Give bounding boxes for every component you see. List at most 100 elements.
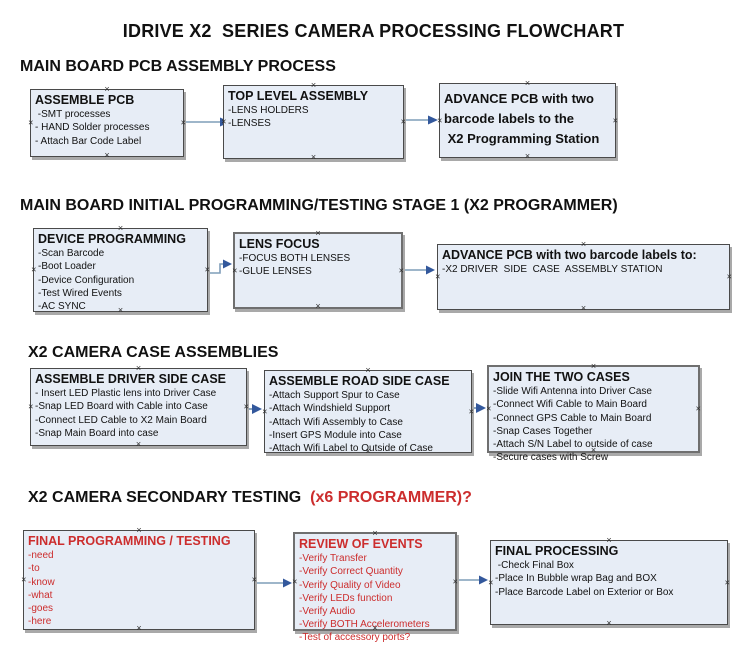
box-title: LENS FOCUS (239, 237, 320, 251)
box-title: DEVICE PROGRAMMING (38, 232, 186, 246)
box-title: ADVANCE PCB with two barcode labels to t… (444, 91, 600, 147)
flow-box-review-of-events: REVIEW OF EVENTS -Verify Transfer -Verif… (292, 529, 458, 644)
connection-handle-icon: × (262, 406, 268, 416)
box-title: ASSEMBLE DRIVER SIDE CASE (35, 372, 227, 386)
connection-handle-icon: × (524, 151, 531, 162)
arrow-row3-2 (473, 403, 486, 413)
box-item: - HAND Solder processes (35, 122, 150, 134)
box-item: -what (28, 589, 53, 601)
arrow-head-icon (426, 265, 435, 275)
arrow-head-icon (479, 575, 488, 585)
connection-handle-icon: × (292, 576, 298, 586)
connection-handle-icon: × (435, 271, 441, 282)
box-item: -X2 DRIVER SIDE CASE ASSEMBLY STATION (442, 264, 663, 276)
flow-box-final-processing: FINAL PROCESSING -Check Final Box -Place… (488, 536, 730, 629)
box-title: TOP LEVEL ASSEMBLY (228, 89, 369, 103)
box-item: -Insert GPS Module into Case (269, 429, 402, 441)
box-item: -Secure cases with Screw (493, 452, 609, 464)
connection-handle-icon: × (251, 574, 257, 585)
page-title: IDRIVE X2 SERIES CAMERA PROCESSING FLOWC… (122, 21, 625, 41)
box-item: -FOCUS BOTH LENSES (239, 253, 351, 265)
flow-box-top-level-assembly: TOP LEVEL ASSEMBLY -LENS HOLDERS -LENSES… (221, 81, 406, 163)
arrow-head-icon (428, 115, 438, 125)
box-item: -Verify Transfer (299, 553, 367, 565)
box-item: -here (28, 616, 52, 628)
box-item: -Snap Cases Together (493, 425, 593, 437)
box-item: -GLUE LENSES (239, 266, 312, 278)
box-item-overflow: -Test of accessory ports? (299, 632, 411, 644)
box-title: ASSEMBLE ROAD SIDE CASE (269, 374, 450, 388)
box-item: -Scan Barcode (38, 248, 105, 260)
arrow-row3-1 (249, 404, 262, 414)
box-title: REVIEW OF EVENTS (299, 537, 423, 551)
connection-handle-icon: × (437, 115, 443, 125)
connection-handle-icon: × (695, 403, 701, 414)
box-item: -Slide Wifi Antenna into Driver Case (493, 386, 652, 398)
connection-handle-icon: × (28, 117, 34, 128)
box-item: -Attach Wifi Assembly to Case (269, 416, 403, 428)
connection-handle-icon: × (21, 574, 27, 585)
heading-black-part: X2 CAMERA SECONDARY TESTING (28, 489, 306, 506)
box-item: -Verify BOTH Accelerometers (299, 619, 430, 631)
arrow-head-icon (223, 259, 232, 269)
connection-handle-icon: × (232, 265, 238, 275)
arrow-row2-2 (404, 265, 435, 275)
box-title: FINAL PROGRAMMING / TESTING (28, 534, 231, 548)
box-item: -Verify Correct Quantity (299, 566, 403, 578)
connection-handle-icon: × (221, 116, 227, 127)
section-heading-secondary-testing: X2 CAMERA SECONDARY TESTING (x6 PROGRAMM… (28, 489, 472, 507)
box-item: -Connect LED Cable to X2 Main Board (35, 414, 207, 426)
box-item: -Attach Support Spur to Case (269, 390, 400, 402)
box-title: JOIN THE TWO CASES (493, 370, 630, 384)
box-item: -Snap LED Board with Cable into Case (35, 401, 208, 413)
connection-handle-icon: × (726, 271, 732, 282)
section-heading-initial-programming: MAIN BOARD INITIAL PROGRAMMING/TESTING S… (20, 197, 618, 214)
box-title: FINAL PROCESSING (495, 544, 619, 558)
box-item: -to (28, 563, 40, 575)
connection-handle-icon: × (724, 577, 730, 587)
box-item: -Verify Quality of Video (299, 579, 401, 591)
arrow-head-icon (476, 403, 486, 413)
arrow-row4-1 (256, 578, 292, 588)
box-item: -LENSES (228, 118, 271, 130)
arrow-row2-elbow (209, 259, 232, 274)
box-item: -Connect Wifi Cable to Main Board (493, 399, 647, 411)
connection-handle-icon: × (104, 150, 110, 161)
connection-handle-icon: × (243, 401, 249, 412)
flow-box-final-programming-testing: FINAL PROGRAMMING / TESTING -need -to -k… (21, 526, 257, 633)
box-item: - Insert LED Plastic lens into Driver Ca… (35, 388, 217, 400)
box-item: -Place In Bubble wrap Bag and BOX (495, 573, 657, 585)
box-item: -Attach S/N Label to outside of case (493, 439, 653, 450)
arrow-head-icon (283, 578, 292, 588)
box-item: -LENS HOLDERS (228, 105, 309, 117)
arrow-row1-2 (406, 115, 438, 125)
box-item: -need (28, 550, 54, 562)
connection-handle-icon: × (486, 403, 492, 414)
connection-handle-icon: × (468, 406, 474, 416)
arrow-head-icon (252, 404, 262, 414)
section-heading-pcb-assembly: MAIN BOARD PCB ASSEMBLY PROCESS (20, 58, 336, 75)
box-item: -Verify Audio (299, 606, 356, 617)
box-item: -Attach Windshield Support (269, 403, 391, 415)
flow-box-join-the-two-cases: JOIN THE TWO CASES -Slide Wifi Antenna i… (486, 362, 701, 464)
connection-handle-icon: × (315, 301, 321, 312)
connection-handle-icon: × (488, 577, 494, 587)
flow-box-lens-focus: LENS FOCUS -FOCUS BOTH LENSES -GLUE LENS… (232, 229, 404, 312)
flow-box-advance-pcb-driver-side: ADVANCE PCB with two barcode labels to: … (435, 240, 732, 314)
box-item: -Attach Wifi Label to Outside of Case (269, 443, 433, 454)
connection-handle-icon: × (398, 265, 404, 275)
connection-handle-icon: × (310, 152, 317, 163)
section-heading-case-assemblies: X2 CAMERA CASE ASSEMBLIES (28, 344, 279, 361)
connection-handle-icon: × (135, 439, 142, 450)
arrow-row4-2 (458, 575, 488, 585)
connection-handle-icon: × (612, 115, 618, 125)
box-item: -Boot Loader (38, 261, 96, 273)
connection-handle-icon: × (400, 116, 406, 127)
connection-handle-icon: × (606, 618, 612, 629)
connection-handle-icon: × (180, 117, 186, 128)
box-title: ASSEMBLE PCB (35, 93, 135, 107)
flow-box-assemble-pcb: ASSEMBLE PCB -SMT processes - HAND Solde… (28, 85, 186, 161)
connection-handle-icon: × (580, 303, 587, 314)
box-item: -SMT processes (35, 109, 111, 121)
